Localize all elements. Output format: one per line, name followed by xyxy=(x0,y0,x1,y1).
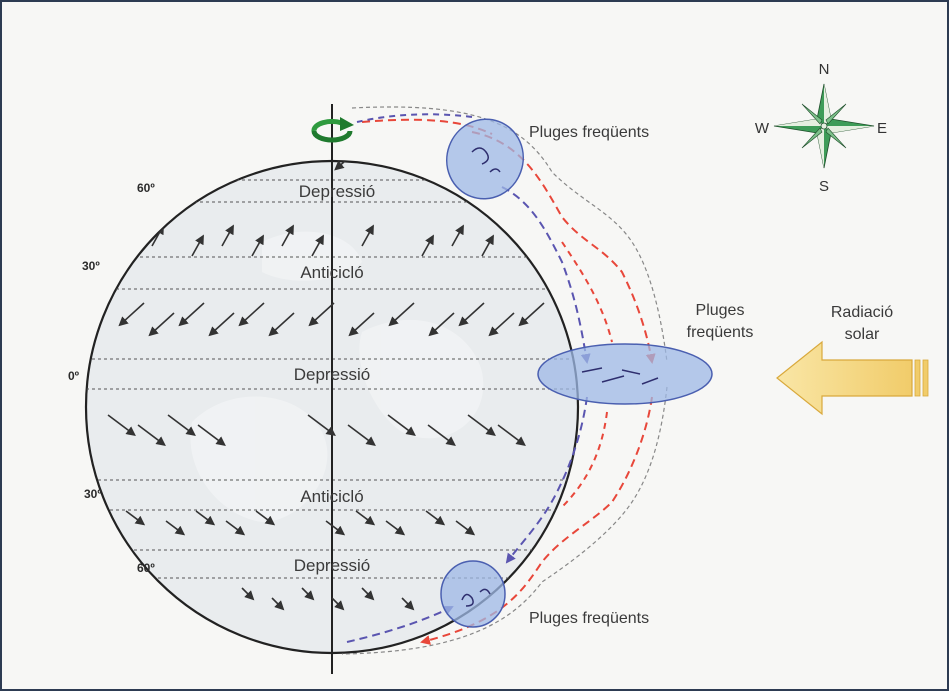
band-label-anticiclo-south: Anticicló xyxy=(300,487,363,506)
rain-zone-equator xyxy=(538,344,712,404)
rain-label-equator-line2: freqüents xyxy=(687,324,754,341)
rain-zone-south xyxy=(441,561,505,627)
latitude-label-0: 0º xyxy=(68,369,80,383)
compass-label-west: W xyxy=(755,120,770,137)
rotation-arrow-icon xyxy=(314,117,354,140)
band-label-depressio-south: Depressió xyxy=(294,556,371,575)
compass-label-south: S xyxy=(819,178,829,195)
wind-arrow xyxy=(231,146,246,159)
latitude-label-30-south: 30º xyxy=(84,487,102,501)
rain-label-equator-line1: Pluges xyxy=(696,302,745,319)
compass-label-east: E xyxy=(877,120,887,137)
radiation-label-line1: Radiació xyxy=(831,304,893,321)
compass-rose-icon xyxy=(774,84,874,168)
wind-arrow xyxy=(431,146,446,159)
latitude-label-30-north: 30º xyxy=(82,259,100,273)
rain-label-north: Pluges freqüents xyxy=(529,124,649,141)
wind-arrow xyxy=(301,146,316,159)
rain-label-south: Pluges freqüents xyxy=(529,610,649,627)
wind-arrow xyxy=(401,156,416,169)
wind-arrow xyxy=(376,146,391,159)
radiation-label-line2: solar xyxy=(845,326,880,343)
band-label-depressio-equator: Depressió xyxy=(294,365,371,384)
latitude-label-60-north: 60º xyxy=(137,181,155,195)
compass-label-north: N xyxy=(819,61,830,78)
band-label-depressio-north: Depressió xyxy=(299,182,376,201)
band-label-anticiclo-north: Anticicló xyxy=(300,263,363,282)
radiation-arrow-icon xyxy=(777,342,928,414)
latitude-label-60-south: 60º xyxy=(137,561,155,575)
